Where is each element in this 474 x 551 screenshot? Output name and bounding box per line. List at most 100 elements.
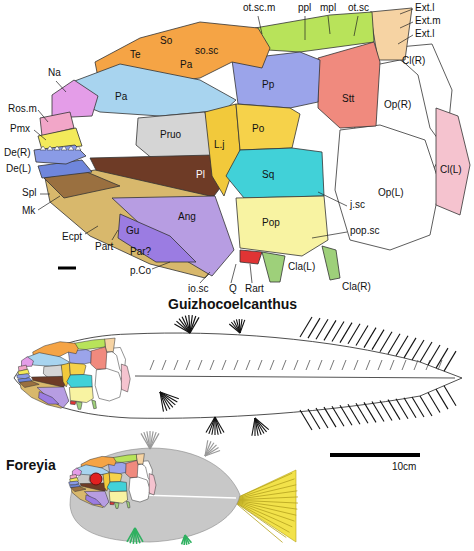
bone-shape [34,145,86,164]
bone-shape [226,148,324,198]
fin-ray [206,417,215,433]
bone-label: Q [229,284,237,294]
fin-ray [150,433,159,449]
leader-line [40,194,50,195]
bone-label: Op(L) [378,188,404,198]
bone-label: ppl [298,3,311,13]
bone-shape [69,387,93,403]
bone-shape [322,246,340,280]
bone-label: Cl(R) [402,56,425,66]
neural-spine [414,360,418,370]
leader-line [305,16,306,40]
bone-shape [95,369,122,402]
caudal-ray [348,324,360,344]
caudal-ray [444,351,456,371]
bone-shape [17,374,31,379]
bone-label: Sq [262,170,274,180]
taxon-name: Foreyia [6,458,56,472]
bone-label: ot.sc.m [243,3,275,13]
bone-label: Ext.l [415,3,434,13]
fin-ray [232,491,297,500]
bone-label: Pl [196,170,205,180]
fin-ray [232,500,286,538]
caudal-ray [380,332,392,352]
fin-ray [144,432,150,449]
fin-ray [185,535,189,544]
bone-label: Po [252,124,264,134]
bone-shape [109,473,122,482]
fin-rays [182,535,192,545]
bone-label: so.sc [195,46,218,56]
neural-spine [354,360,358,370]
fin-ray [232,479,295,500]
caudal-ray [428,345,440,365]
caudal-fin [232,470,296,542]
neural-spine [294,360,298,370]
bone-shape [22,357,34,367]
bone-label: Pa [115,92,127,102]
neural-spine [402,360,406,370]
fin-ray [232,500,283,542]
caudal-ray [436,389,448,409]
leader-line [312,232,347,238]
bone-shape [69,481,79,485]
bone-label: Cla(R) [342,282,371,292]
notochord [135,376,455,378]
bone-shape [67,374,92,387]
leader-line [328,16,330,34]
fin-ray [205,451,220,456]
fin-rays [206,417,224,435]
bone-label: Mk [22,206,35,216]
leader-line [112,230,118,240]
scale-label: 10cm [392,462,416,472]
bone-label: Pp [262,80,274,90]
bone-label: Ext.m [415,16,441,26]
body-outline [14,333,462,418]
fin-ray [240,320,245,333]
bone-shape [236,196,328,256]
caudal-ray [420,396,432,416]
leader-line [58,267,76,270]
neural-spine [270,360,274,370]
caudal-ray [412,340,424,360]
neural-spine [390,360,394,370]
bone-shape [126,460,138,477]
fin-ray [255,418,258,436]
neural-spine [246,360,250,370]
bone-label: Cl(L) [440,165,462,175]
fin-ray [232,500,290,532]
bone-shape [236,104,300,150]
fin-ray [127,528,135,542]
taxon-name: Guizhocoelcanthus [168,297,297,311]
bone-shape [112,196,234,276]
caudal-ray [428,393,440,413]
leader-line [85,226,98,234]
leader-line [38,196,60,210]
fin-ray [252,418,255,436]
leader-line [152,262,170,269]
bone-shape [76,402,82,410]
neural-spine [318,360,322,370]
leader-line [400,22,413,28]
fin-ray [255,418,261,435]
fin-rays [127,528,143,544]
bone-label: So [160,36,172,46]
bone-label: De(R) [4,148,31,158]
neural-spine [186,360,190,370]
bone-label: p.Co [130,266,151,276]
bone-shape [70,401,76,405]
bone-label: io.sc [188,284,209,294]
bone-label: mpl [320,3,336,13]
fish-drawing [14,315,462,436]
bone-shape [110,502,114,505]
fin-rays [252,418,269,436]
bone-label: Pruo [160,130,181,140]
bone-shape [121,364,130,392]
caudal-ray [444,386,456,406]
neural-spine [378,360,382,370]
bone-label: Par? [130,247,151,257]
body-outline [70,448,240,542]
neural-spine [174,360,178,370]
bone-shape [84,491,108,507]
